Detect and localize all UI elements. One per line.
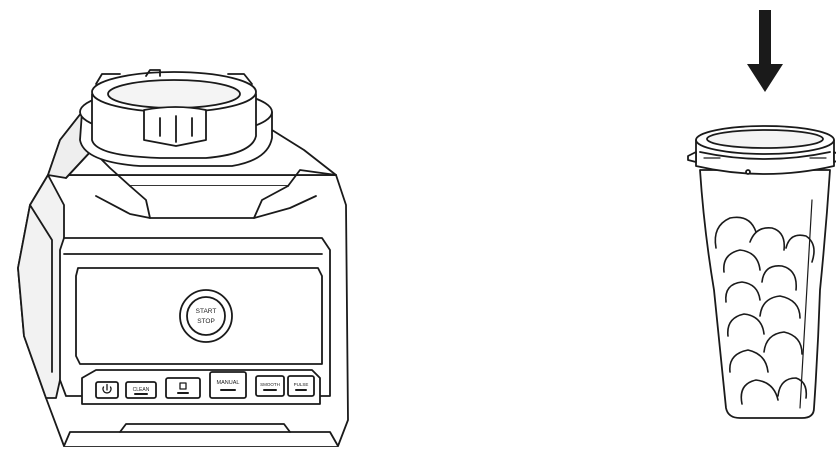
pulse-icon-button[interactable] xyxy=(166,378,200,398)
cup-lid-dot xyxy=(746,170,750,174)
base-foot xyxy=(64,432,338,446)
power-button[interactable] xyxy=(96,382,118,398)
manual-button-label: MANUAL xyxy=(217,380,240,386)
arrow-shape xyxy=(747,10,783,92)
cup-lid-inner xyxy=(707,130,823,148)
blender-cup xyxy=(688,126,836,418)
blender-base: START STOP CLEAN xyxy=(18,70,348,446)
pulse-button[interactable]: PULSE xyxy=(288,376,314,396)
start-stop-dial-inner[interactable] xyxy=(187,297,225,335)
jar-coupler-inner xyxy=(108,80,240,108)
cup-lid-tab-left xyxy=(688,152,696,162)
down-arrow-icon xyxy=(747,10,783,92)
start-stop-label-line1: START xyxy=(196,308,217,315)
clean-button[interactable]: CLEAN xyxy=(126,382,156,398)
pulse-button-label: PULSE xyxy=(294,382,309,387)
start-stop-label-line2: STOP xyxy=(197,318,215,325)
clean-button-label: CLEAN xyxy=(133,387,150,393)
manual-button[interactable]: MANUAL xyxy=(210,372,246,398)
smooth-button-label: SMOOTH xyxy=(260,382,280,387)
base-left-panel xyxy=(18,175,64,398)
cup-body xyxy=(700,170,830,418)
smooth-button[interactable]: SMOOTH xyxy=(256,376,284,396)
drive-gear xyxy=(144,107,206,146)
